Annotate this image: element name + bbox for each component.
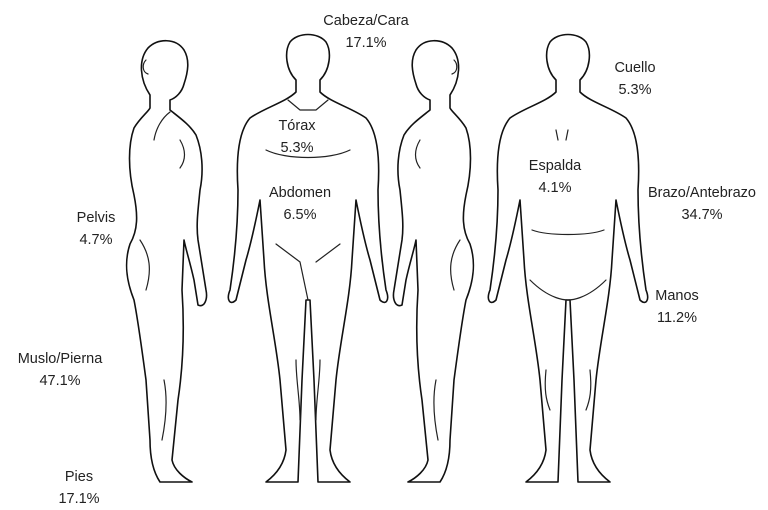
label-espalda: Espalda 4.1% (520, 155, 590, 199)
label-cabeza-cara: Cabeza/Cara 17.1% (310, 10, 422, 54)
label-cabeza-cara-name: Cabeza/Cara (310, 10, 422, 32)
label-brazo-antebrazo: Brazo/Antebrazo 34.7% (636, 182, 768, 226)
label-torax: Tórax 5.3% (262, 115, 332, 159)
label-espalda-name: Espalda (520, 155, 590, 177)
label-cabeza-cara-value: 17.1% (310, 32, 422, 54)
back-view-figure (488, 35, 647, 483)
label-espalda-value: 4.1% (520, 177, 590, 199)
label-cuello: Cuello 5.3% (600, 57, 670, 101)
label-pies-name: Pies (44, 466, 114, 488)
label-pies-value: 17.1% (44, 488, 114, 510)
label-muslo-pierna-value: 47.1% (4, 370, 116, 392)
front-view-figure (228, 35, 387, 483)
label-muslo-pierna-name: Muslo/Pierna (4, 348, 116, 370)
label-cuello-value: 5.3% (600, 79, 670, 101)
label-abdomen-name: Abdomen (260, 182, 340, 204)
label-manos-name: Manos (640, 285, 714, 307)
label-brazo-antebrazo-name: Brazo/Antebrazo (636, 182, 768, 204)
label-muslo-pierna: Muslo/Pierna 47.1% (4, 348, 116, 392)
side-view-figure-right (393, 41, 473, 482)
label-manos: Manos 11.2% (640, 285, 714, 329)
label-pies: Pies 17.1% (44, 466, 114, 510)
label-pelvis-value: 4.7% (64, 229, 128, 251)
label-torax-name: Tórax (262, 115, 332, 137)
label-torax-value: 5.3% (262, 137, 332, 159)
side-view-figure-left (127, 41, 207, 482)
label-abdomen-value: 6.5% (260, 204, 340, 226)
label-pelvis-name: Pelvis (64, 207, 128, 229)
label-manos-value: 11.2% (640, 307, 714, 329)
label-abdomen: Abdomen 6.5% (260, 182, 340, 226)
label-brazo-antebrazo-value: 34.7% (636, 204, 768, 226)
label-cuello-name: Cuello (600, 57, 670, 79)
label-pelvis: Pelvis 4.7% (64, 207, 128, 251)
